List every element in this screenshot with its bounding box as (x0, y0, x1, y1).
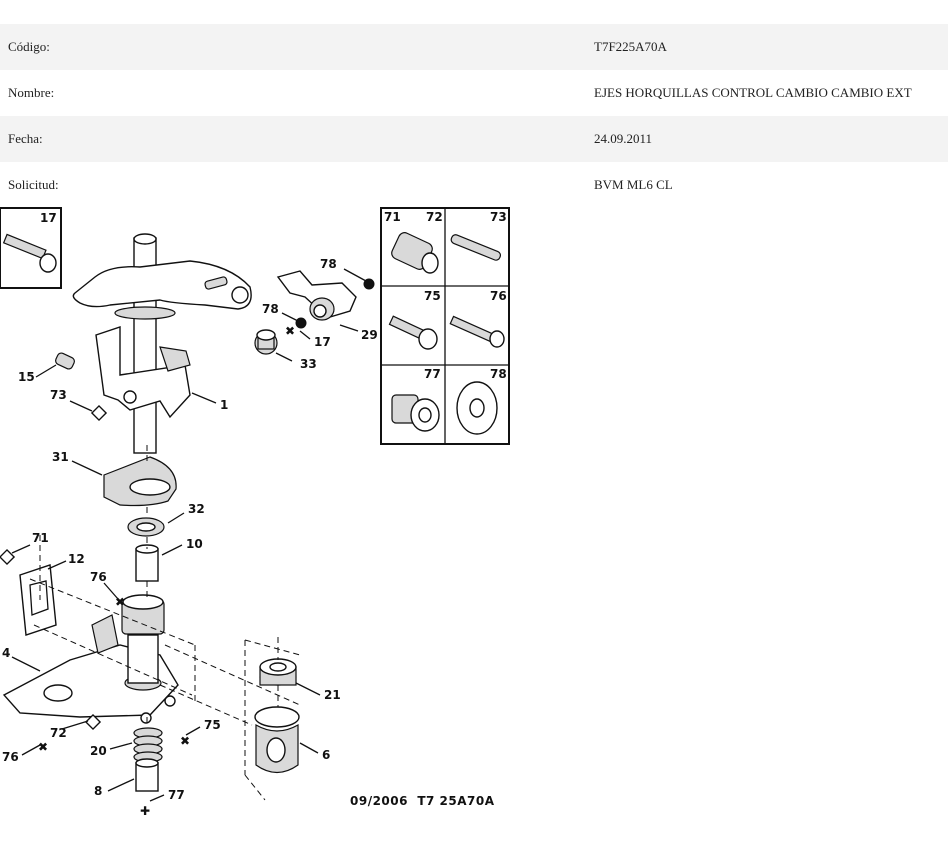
inset-label-75: 75 (424, 289, 441, 303)
info-row-date: Fecha: 24.09.2011 (0, 116, 948, 162)
info-row-request: Solicitud: BVM ML6 CL (0, 162, 948, 208)
svg-text:✖: ✖ (180, 734, 190, 748)
callout-4: 4 (2, 646, 10, 660)
callout-12: 12 (68, 552, 85, 566)
assembly-guide-lines (29, 445, 301, 801)
dot-marker-78-top (363, 278, 375, 290)
callout-leader-lines (11, 268, 367, 802)
callout-21: 21 (324, 688, 341, 702)
sleeve-10 (135, 544, 159, 582)
diagram-reference-stamp: 09/2006 T7 25A70A (350, 794, 495, 808)
callout-20: 20 (90, 744, 107, 758)
pin-71 (0, 548, 16, 566)
callout-31: 31 (52, 450, 69, 464)
callout-71: 71 (32, 531, 49, 545)
bracket-29 (276, 270, 357, 321)
spring-20 (133, 727, 163, 763)
name-value: EJES HORQUILLAS CONTROL CAMBIO CAMBIO EX… (594, 85, 912, 100)
callout-72: 72 (50, 726, 67, 740)
pin-72 (84, 713, 102, 731)
callout-75: 75 (204, 718, 221, 732)
name-label: Nombre: (8, 85, 55, 100)
callout-76-bot: 76 (2, 750, 19, 764)
inset-parts-grid: 71 72 73 75 76 77 78 (380, 207, 510, 445)
pin-icon (450, 234, 501, 261)
inset-label-73: 73 (490, 210, 507, 224)
bolt-icon (388, 315, 438, 350)
svg-text:✖: ✖ (115, 595, 125, 609)
parts-info-table: Código: T7F225A70A Nombre: EJES HORQUILL… (0, 24, 948, 208)
inset-label-77: 77 (424, 367, 441, 381)
callout-73: 73 (50, 388, 67, 402)
selector-fork (95, 326, 191, 419)
date-label: Fecha: (0, 116, 586, 162)
pin-73 (90, 404, 108, 422)
callout-33: 33 (300, 357, 317, 371)
long-bolt-icon (449, 315, 505, 348)
callout-77: 77 (168, 788, 185, 802)
callout-10: 10 (186, 537, 203, 551)
request-value: BVM ML6 CL (594, 177, 673, 192)
cross-markers: ✖ ✖ ✖ ✖ ✚ (38, 324, 295, 818)
plate-12 (19, 564, 57, 636)
sleeve-8 (135, 758, 159, 792)
callout-32: 32 (188, 502, 205, 516)
svg-text:✖: ✖ (285, 324, 295, 338)
code-value: T7F225A70A (586, 24, 948, 70)
inset-17-box: 17 (0, 207, 62, 289)
callout-17-box: 17 (40, 211, 57, 225)
callout-6: 6 (322, 748, 330, 762)
seal-32 (127, 517, 165, 537)
plug-icon (391, 394, 440, 432)
callout-8: 8 (94, 784, 102, 798)
inset-label-78: 78 (490, 367, 507, 381)
nut-21 (259, 658, 297, 686)
callout-17-mid: 17 (314, 335, 331, 349)
callout-78-mid: 78 (262, 302, 279, 316)
svg-text:✖: ✖ (38, 740, 48, 754)
callout-78-top: 78 (320, 257, 337, 271)
svg-text:✚: ✚ (140, 804, 150, 818)
info-row-code: Código: T7F225A70A (0, 24, 948, 70)
housing-4 (2, 594, 179, 724)
inset-label-76: 76 (490, 289, 507, 303)
bushing-33 (254, 329, 278, 355)
collar-6 (254, 706, 300, 774)
screw-icon (2, 233, 57, 273)
pin-15 (55, 352, 75, 370)
guide-plate-31 (103, 456, 177, 507)
dot-marker-78-mid (295, 317, 307, 329)
callout-29: 29 (361, 328, 378, 342)
inset-label-72: 72 (426, 210, 443, 224)
washer-icon (456, 381, 498, 435)
callout-76-top: 76 (90, 570, 107, 584)
date-value: 24.09.2011 (586, 116, 948, 162)
callout-1: 1 (220, 398, 228, 412)
exploded-parts-diagram: 17 71 72 73 75 76 77 78 (0, 207, 510, 818)
inset-label-71: 71 (384, 210, 401, 224)
callout-15: 15 (18, 370, 35, 384)
info-row-name: Nombre: EJES HORQUILLAS CONTROL CAMBIO C… (0, 70, 948, 116)
bushing-icon (391, 232, 439, 274)
request-label: Solicitud: (8, 177, 59, 192)
code-label: Código: (0, 24, 586, 70)
